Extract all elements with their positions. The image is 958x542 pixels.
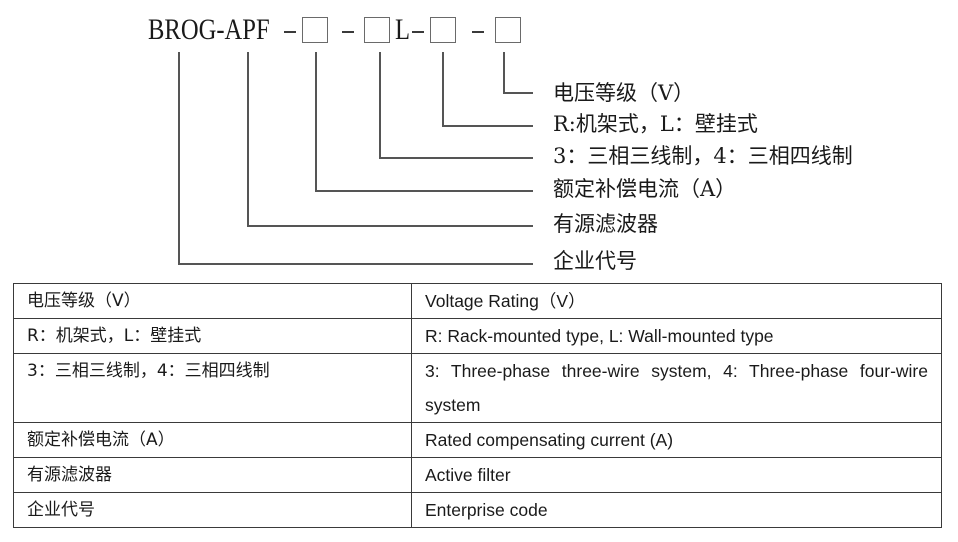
- table-cell-zh: 电压等级（V）: [13, 283, 412, 319]
- table-cell-en: Voltage Rating（V）: [411, 283, 942, 319]
- leader-horizontal-wiring: [379, 157, 533, 159]
- code-separator-dash: [284, 31, 296, 33]
- table-cell-zh: 有源滤波器: [13, 457, 412, 493]
- table-row: 有源滤波器 Active filter: [13, 457, 942, 493]
- table-row: 企业代号 Enterprise code: [13, 492, 942, 528]
- table-cell-zh: 企业代号: [13, 492, 412, 528]
- table-cell-zh: R：机架式，L：壁挂式: [13, 318, 412, 354]
- leader-horizontal-enterprise: [178, 263, 533, 265]
- model-code-diagram: BROG-APF L 电压等级（V） R:机架式，L：壁挂式 3：三相三线制，4…: [148, 13, 853, 273]
- leader-horizontal-current: [315, 190, 533, 192]
- table-row: 额定补偿电流（A） Rated compensating current (A): [13, 422, 942, 458]
- table-row: R：机架式，L：壁挂式 R: Rack-mounted type, L: Wal…: [13, 318, 942, 354]
- table-row: 3：三相三线制，4：三相四线制 3: Three-phase three-wir…: [13, 353, 942, 423]
- leader-vertical-filter: [247, 52, 249, 226]
- leader-horizontal-mount: [442, 125, 533, 127]
- table-cell-en: Rated compensating current (A): [411, 422, 942, 458]
- leader-horizontal-voltage: [503, 92, 533, 94]
- table-cell-en: Active filter: [411, 457, 942, 493]
- table-cell-en: Enterprise code: [411, 492, 942, 528]
- label-mount-type: R:机架式，L：壁挂式: [553, 112, 758, 136]
- table-cell-zh: 额定补偿电流（A）: [13, 422, 412, 458]
- code-box-rated-current: [302, 17, 328, 43]
- label-enterprise-code: 企业代号: [553, 249, 637, 273]
- table-cell-zh: 3：三相三线制，4：三相四线制: [13, 353, 412, 423]
- leader-horizontal-filter: [247, 225, 533, 227]
- model-prefix: BROG-APF: [148, 13, 270, 46]
- table-cell-en: 3: Three-phase three-wire system, 4: Thr…: [411, 353, 942, 423]
- code-box-mount-type: [430, 17, 456, 43]
- table-cell-en: R: Rack-mounted type, L: Wall-mounted ty…: [411, 318, 942, 354]
- leader-vertical-voltage: [503, 52, 505, 94]
- code-box-voltage: [495, 17, 521, 43]
- table-row: 电压等级（V） Voltage Rating（V）: [13, 283, 942, 319]
- label-wiring-system: 3：三相三线制，4：三相四线制: [553, 144, 853, 168]
- leader-vertical-mount: [442, 52, 444, 127]
- code-separator-dash: [472, 31, 484, 33]
- code-separator-dash: [342, 31, 354, 33]
- code-box-wiring-system: [364, 17, 390, 43]
- code-separator-dash: [412, 31, 424, 33]
- leader-vertical-wiring: [379, 52, 381, 158]
- leader-vertical-enterprise: [178, 52, 180, 265]
- spec-translation-table: 电压等级（V） Voltage Rating（V） R：机架式，L：壁挂式 R:…: [13, 283, 942, 528]
- label-voltage-rating: 电压等级（V）: [553, 81, 695, 105]
- label-rated-current: 额定补偿电流（A）: [553, 177, 737, 201]
- leader-vertical-current: [315, 52, 317, 192]
- code-literal-l: L: [395, 13, 411, 46]
- label-active-filter: 有源滤波器: [553, 212, 658, 236]
